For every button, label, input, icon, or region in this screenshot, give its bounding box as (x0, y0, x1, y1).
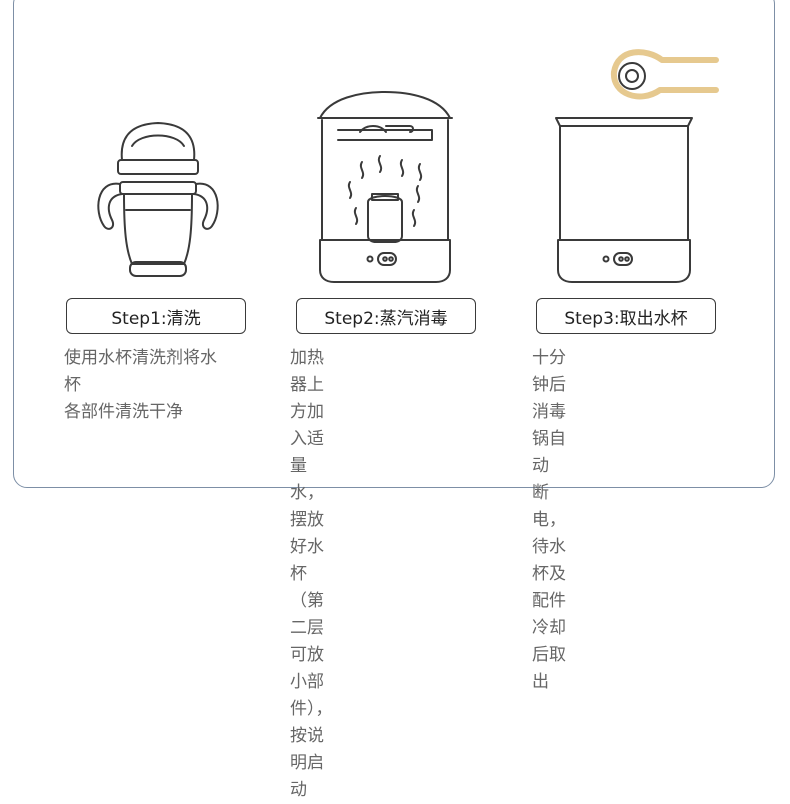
card-frame (13, 0, 775, 488)
sippy-cup-icon (97, 122, 219, 277)
step-1-label: Step1:清洗 (66, 298, 246, 334)
step-1: Step1:清洗 使用水杯清洗剂将水杯 各部件清洗干净 (0, 0, 246, 509)
step-2-description: 加热器上方加入适量水， 摆放好水杯（第二层可放 小部件），按说明启动 (290, 348, 333, 800)
step-3: Step3:取出水杯 十分钟后消毒锅自动 断电，待水杯及配件 冷却后取出 (0, 0, 719, 692)
step-2-label: Step2:蒸汽消毒 (296, 298, 476, 334)
steam-sterilizer-icon (317, 91, 453, 283)
sterilizer-tongs-icon (555, 49, 719, 283)
step-3-label: Step3:取出水杯 (536, 298, 716, 334)
step-3-description: 十分钟后消毒锅自动 断电，待水杯及配件 冷却后取出 (532, 348, 566, 692)
step-1-description: 使用水杯清洗剂将水杯 各部件清洗干净 (64, 348, 217, 422)
